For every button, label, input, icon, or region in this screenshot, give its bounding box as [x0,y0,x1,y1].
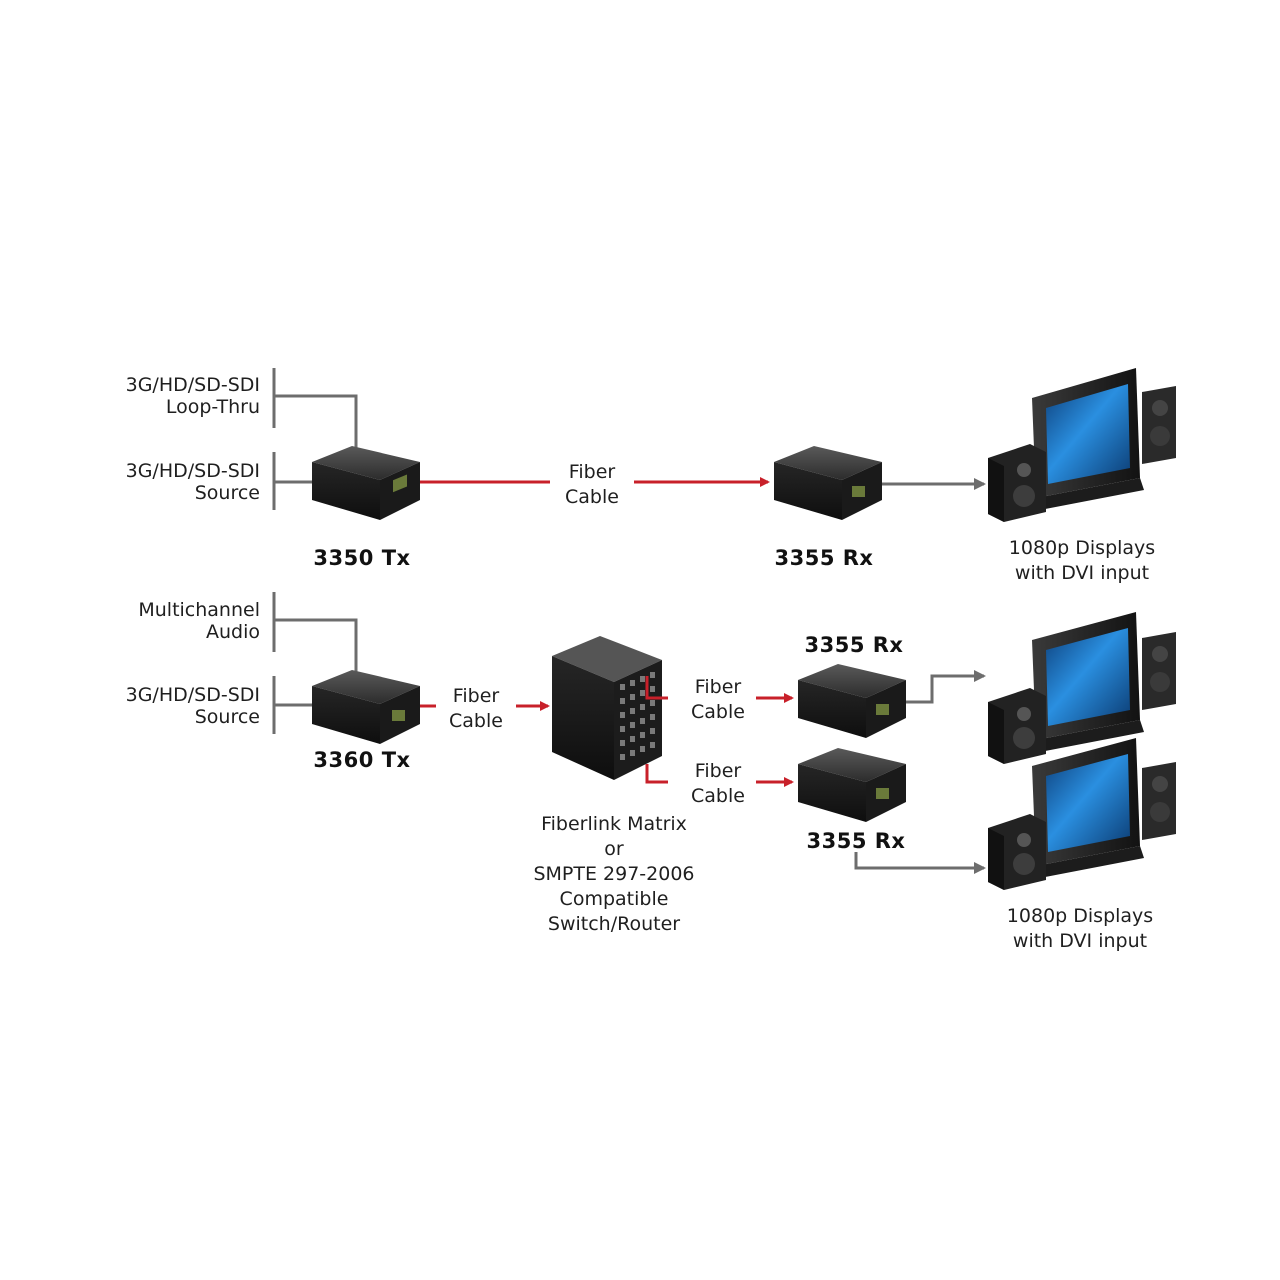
matrix-switch-icon [552,636,662,780]
matrix-fiber-out-lines [645,676,794,787]
bottom-source-line1: 3G/HD/SD-SDI [125,684,260,706]
bottom-output-lines [854,670,986,874]
top-rx-model-label: 3355 Rx [774,546,874,570]
bottom-audio-line1: Multichannel [138,599,260,621]
bottom-display2-icon [988,738,1176,890]
bottom-displays-line2: with DVI input [1012,930,1148,952]
bottom-fiber-in-line1: Fiber [452,685,500,707]
bottom-rx1-device-icon [798,664,906,738]
bottom-source-label: 3G/HD/SD-SDI Source [100,684,260,728]
top-source-line1: 3G/HD/SD-SDI [125,460,260,482]
top-fiber-line2: Cable [565,486,619,508]
bottom-fiber-out2-label: Fiber Cable [691,759,745,809]
matrix-line4: Compatible [559,888,669,910]
bottom-fiber-out2-line1: Fiber [694,760,742,782]
top-input-lines [272,368,358,510]
matrix-line1: Fiberlink Matrix [541,813,687,835]
top-displays-line1: 1080p Displays [1008,537,1156,559]
bottom-fiber-out1-line1: Fiber [694,676,742,698]
bottom-rx1-model-label: 3355 Rx [804,633,904,657]
bottom-audio-label: Multichannel Audio [100,599,260,643]
bottom-rx2-device-icon [798,748,906,822]
bottom-displays-label: 1080p Displays with DVI input [1007,904,1153,954]
top-tx-model-label: 3350 Tx [313,546,411,570]
top-rx-device-icon [774,446,882,520]
top-tx-device-icon [312,446,420,520]
bottom-fiber-out1-line2: Cable [691,701,745,723]
bottom-tx-model-label: 3360 Tx [313,748,411,772]
bottom-audio-line2: Audio [205,621,260,643]
bottom-source-line2: Source [194,706,260,728]
bottom-fiber-out1-label: Fiber Cable [691,675,745,725]
top-source-line2: Source [194,482,260,504]
top-loop-thru-line2: Loop-Thru [165,396,260,418]
top-displays-label: 1080p Displays with DVI input [1009,536,1155,586]
matrix-label: Fiberlink Matrix or SMPTE 297-2006 Compa… [533,812,694,937]
top-loop-thru-line1: 3G/HD/SD-SDI [125,374,260,396]
matrix-line5: Switch/Router [547,913,681,935]
top-fiber-label: Fiber Cable [565,460,619,510]
bottom-input-lines [272,592,358,734]
bottom-display1-icon [988,612,1176,764]
top-display-icon [988,368,1176,522]
bottom-displays-line1: 1080p Displays [1006,905,1154,927]
matrix-line2: or [604,838,624,860]
bottom-tx-device-icon [312,670,420,744]
top-fiber-line1: Fiber [568,461,616,483]
bottom-fiber-out2-line2: Cable [691,785,745,807]
bottom-fiber-in-label: Fiber Cable [449,684,503,734]
top-loop-thru-label: 3G/HD/SD-SDI Loop-Thru [100,374,260,418]
matrix-line3: SMPTE 297-2006 [533,863,695,885]
top-source-label: 3G/HD/SD-SDI Source [100,460,260,504]
bottom-rx2-model-label: 3355 Rx [806,829,906,853]
bottom-fiber-in-line2: Cable [449,710,503,732]
top-displays-line2: with DVI input [1014,562,1150,584]
